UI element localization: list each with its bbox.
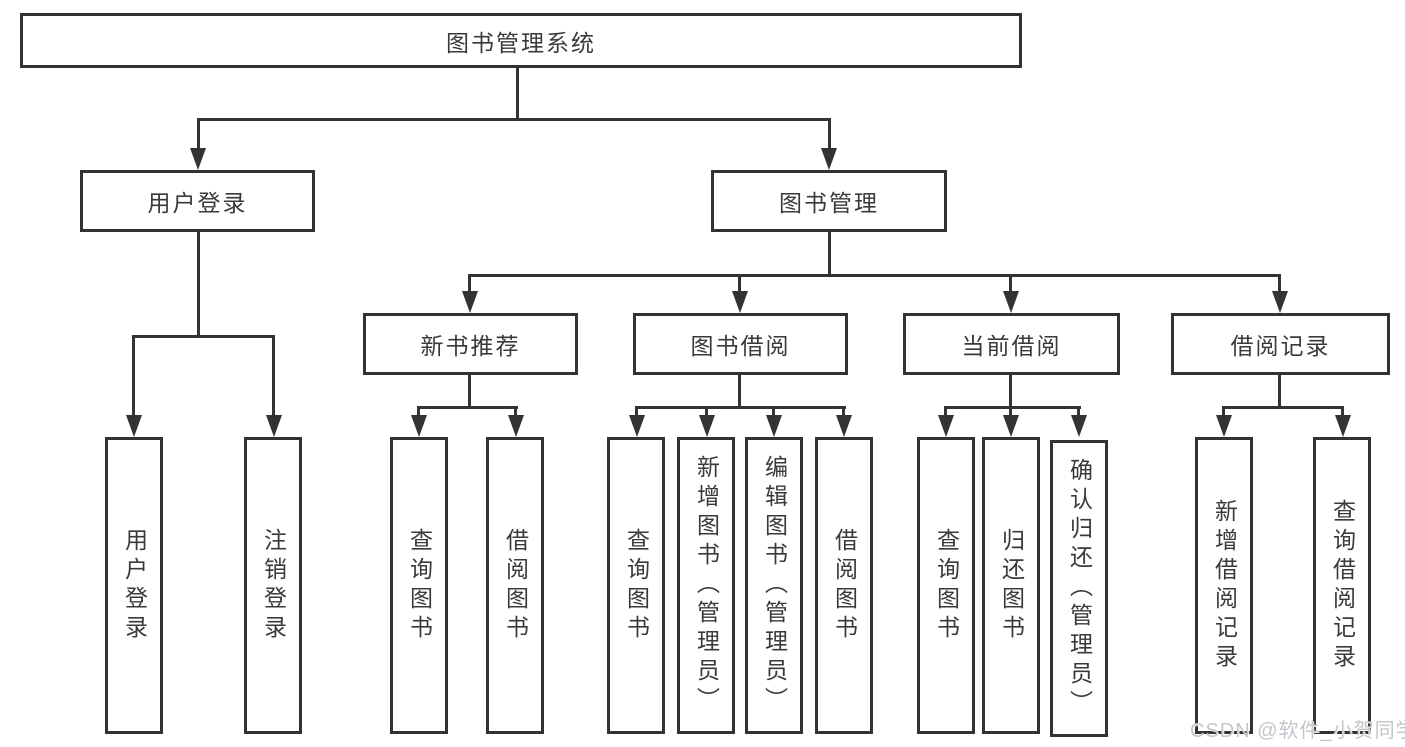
arrowhead-down-icon	[1335, 415, 1351, 437]
arrowhead-down-icon	[821, 148, 837, 170]
connector	[828, 118, 831, 152]
connector	[1009, 274, 1012, 294]
connector	[272, 335, 275, 418]
connector	[417, 406, 518, 409]
node-book-management: 图书管理	[711, 170, 947, 232]
arrowhead-down-icon	[1003, 291, 1019, 313]
leaf-query-books-current: 查询图书	[917, 437, 975, 734]
connector	[772, 406, 775, 419]
connector	[1222, 406, 1344, 409]
csdn-watermark: CSDN @软件_小贺同学	[1190, 720, 1405, 742]
leaf-add-books-admin: 新增图书（管理员）	[677, 437, 735, 734]
connector	[197, 118, 831, 121]
connector	[1009, 406, 1012, 419]
connector	[417, 406, 420, 419]
arrowhead-down-icon	[836, 415, 852, 437]
node-book-borrowing: 图书借阅	[633, 313, 848, 375]
arrowhead-down-icon	[732, 291, 748, 313]
leaf-query-books-borrowing: 查询图书	[607, 437, 665, 734]
leaf-query-books-borrowing-label: 查询图书	[623, 527, 650, 644]
connector	[1278, 375, 1281, 406]
node-current-borrowing: 当前借阅	[903, 313, 1120, 375]
arrowhead-down-icon	[190, 148, 206, 170]
arrowhead-down-icon	[1216, 415, 1232, 437]
connector	[468, 375, 471, 406]
leaf-query-books-recommend-label: 查询图书	[406, 527, 433, 644]
arrowhead-down-icon	[266, 415, 282, 437]
leaf-query-borrow-record: 查询借阅记录	[1313, 437, 1371, 734]
arrowhead-down-icon	[766, 415, 782, 437]
connector	[635, 406, 846, 409]
arrowhead-down-icon	[1272, 291, 1288, 313]
connector	[705, 406, 708, 419]
connector	[197, 118, 200, 152]
connector	[516, 68, 519, 118]
leaf-logout: 注销登录	[244, 437, 302, 734]
connector	[828, 232, 831, 274]
arrowhead-down-icon	[411, 415, 427, 437]
leaf-query-borrow-record-label: 查询借阅记录	[1329, 498, 1356, 673]
connector	[132, 335, 135, 418]
connector	[842, 406, 845, 419]
leaf-query-books-current-label: 查询图书	[933, 527, 960, 644]
node-library-management-system: 图书管理系统	[20, 13, 1022, 68]
leaf-borrow-books-borrowing-label: 借阅图书	[831, 527, 858, 644]
arrowhead-down-icon	[629, 415, 645, 437]
connector	[1009, 375, 1012, 406]
leaf-logout-label: 注销登录	[260, 527, 287, 644]
connector	[132, 335, 275, 338]
leaf-return-books: 归还图书	[982, 437, 1040, 734]
leaf-user-login-label: 用户登录	[121, 527, 148, 644]
leaf-confirm-return-admin: 确认归还（管理员）	[1050, 440, 1108, 737]
connector	[197, 232, 200, 335]
connector	[1278, 274, 1281, 294]
node-new-book-recommend: 新书推荐	[363, 313, 578, 375]
connector	[635, 406, 638, 419]
arrowhead-down-icon	[938, 415, 954, 437]
leaf-user-login: 用户登录	[105, 437, 163, 734]
leaf-confirm-return-admin-label: 确认归还（管理员）	[1066, 458, 1093, 719]
arrowhead-down-icon	[699, 415, 715, 437]
leaf-add-books-admin-label: 新增图书（管理员）	[693, 455, 720, 716]
leaf-borrow-books-borrowing: 借阅图书	[815, 437, 873, 734]
leaf-edit-books-admin-label: 编辑图书（管理员）	[761, 455, 788, 716]
connector	[944, 406, 1081, 409]
arrowhead-down-icon	[508, 415, 524, 437]
leaf-borrow-books-recommend-label: 借阅图书	[502, 527, 529, 644]
arrowhead-down-icon	[1071, 415, 1087, 437]
leaf-return-books-label: 归还图书	[998, 527, 1025, 644]
node-user-login: 用户登录	[80, 170, 315, 232]
leaf-borrow-books-recommend: 借阅图书	[486, 437, 544, 734]
connector	[469, 274, 1281, 277]
node-borrowing-records: 借阅记录	[1171, 313, 1390, 375]
connector	[1222, 406, 1225, 419]
connector	[514, 406, 517, 419]
leaf-add-borrow-record: 新增借阅记录	[1195, 437, 1253, 734]
connector	[738, 375, 741, 406]
connector	[468, 274, 471, 294]
leaf-edit-books-admin: 编辑图书（管理员）	[745, 437, 803, 734]
leaf-add-borrow-record-label: 新增借阅记录	[1211, 498, 1238, 673]
connector	[1077, 406, 1080, 419]
connector	[1341, 406, 1344, 419]
connector	[738, 274, 741, 294]
arrowhead-down-icon	[126, 415, 142, 437]
leaf-query-books-recommend: 查询图书	[390, 437, 448, 734]
arrowhead-down-icon	[462, 291, 478, 313]
connector	[944, 406, 947, 419]
arrowhead-down-icon	[1003, 415, 1019, 437]
